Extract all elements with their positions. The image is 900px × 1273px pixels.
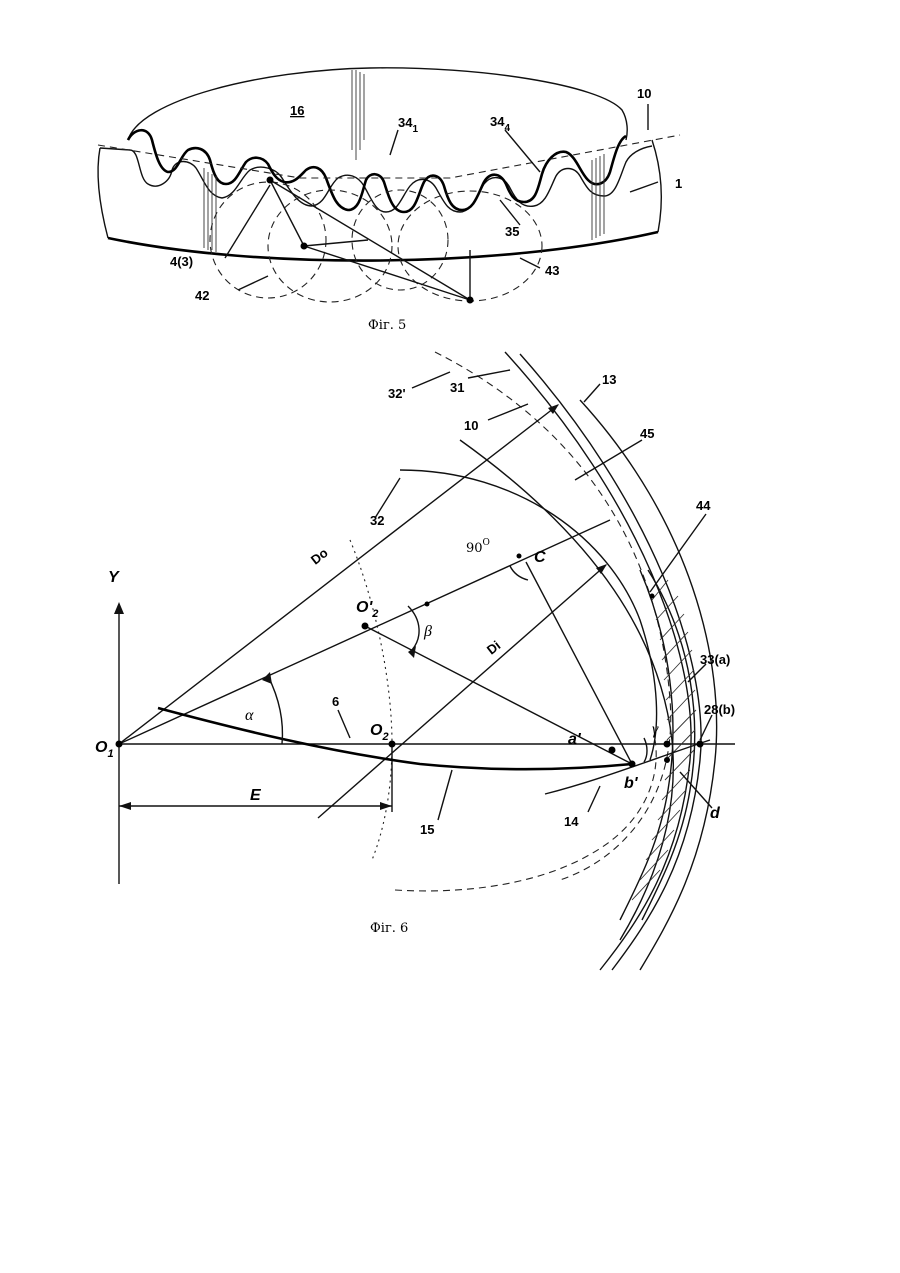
fig6-label-alpha: α	[245, 707, 254, 724]
fig6-beta-arrow	[408, 646, 416, 658]
fig5-rim-right-edge	[652, 140, 661, 232]
fig6-label-do: Do	[308, 545, 331, 568]
fig5-line-10	[98, 135, 680, 178]
fig6-gamma-arc	[644, 738, 647, 762]
fig5-point-c	[467, 297, 474, 304]
fig6-e-arrow-right	[380, 802, 392, 810]
fig5-label-16: 16	[290, 103, 304, 118]
fig6-label-28b: 28(b)	[704, 702, 735, 717]
fig6-label-e: E	[250, 787, 262, 804]
fig6-point-28	[697, 741, 704, 748]
figure-6: Y O1 O2 O'2 α β γ Do Di E C 90O a' b' d …	[95, 352, 735, 970]
fig6-label-13: 13	[602, 372, 616, 387]
fig5-label-4-3: 4(3)	[170, 254, 193, 269]
fig6-point-d	[664, 757, 670, 763]
fig6-label-bp: b'	[624, 775, 639, 792]
fig6-label-c: C	[534, 549, 546, 566]
fig5-label-43: 43	[545, 263, 559, 278]
fig6-label-31: 31	[450, 380, 464, 395]
fig6-point-o2	[389, 741, 396, 748]
fig5-point-b	[301, 243, 308, 250]
figure-5: 16 10 1 341 344 35 4(3) 42 43 Фіг. 5	[98, 68, 682, 333]
fig6-right-angle	[510, 566, 528, 580]
fig6-point-o2p	[362, 623, 369, 630]
fig6-arc-32-lower	[395, 740, 656, 891]
fig6-label-6: 6	[332, 694, 339, 709]
fig6-label-45: 45	[640, 426, 654, 441]
fig5-label-10: 10	[637, 86, 651, 101]
fig6-label-32: 32	[370, 513, 384, 528]
fig6-arc-32	[400, 470, 657, 760]
fig6-point-bp	[629, 761, 636, 768]
fig6-label-o2p: O'2	[356, 599, 378, 620]
fig6-label-32p: 32'	[388, 386, 406, 401]
fig6-label-15: 15	[420, 822, 434, 837]
fig5-caption: Фіг. 5	[368, 318, 406, 333]
fig6-arc-10	[520, 354, 701, 970]
fig6-label-d: d	[710, 805, 721, 822]
fig6-point-beta	[425, 602, 430, 607]
fig6-arc-45	[460, 440, 673, 940]
fig6-caption: Фіг. 6	[370, 921, 408, 936]
fig6-curve-15	[158, 708, 632, 769]
fig5-label-42: 42	[195, 288, 209, 303]
fig6-label-o2: O2	[370, 722, 389, 743]
fig6-point-ap	[609, 747, 616, 754]
fig6-label-90: 90O	[466, 538, 490, 556]
fig5-label-1: 1	[675, 176, 682, 191]
fig6-point-90	[517, 554, 522, 559]
fig6-alpha-arc	[268, 676, 282, 744]
fig6-label-o1: O1	[95, 739, 114, 760]
fig6-label-di: Di	[484, 638, 503, 658]
fig6-label-33a: 33(a)	[700, 652, 730, 667]
fig5-pinion-teeth	[128, 130, 626, 212]
fig6-label-14: 14	[564, 814, 579, 829]
fig5-gear16-outline	[128, 68, 627, 140]
fig6-beta-arc	[408, 606, 419, 650]
fig6-label-ap: a'	[568, 731, 582, 748]
fig6-arc-dotted	[350, 540, 392, 860]
fig5-label-34-4: 344	[490, 114, 510, 134]
fig6-hatching	[632, 580, 696, 900]
fig5-point-a	[267, 177, 274, 184]
fig5-rim-left-edge	[98, 148, 108, 238]
fig6-label-gamma: γ	[652, 721, 659, 738]
fig6-point-o1	[116, 741, 123, 748]
fig6-label-beta: β	[423, 623, 432, 640]
fig5-label-34-1: 341	[398, 115, 418, 135]
fig6-e-arrow-left	[119, 802, 131, 810]
fig6-point-44	[650, 594, 655, 599]
fig6-label-44: 44	[696, 498, 711, 513]
fig6-label-10: 10	[464, 418, 478, 433]
fig5-construction-circles	[210, 182, 542, 302]
fig5-label-35: 35	[505, 224, 519, 239]
fig6-y-arrow	[114, 602, 124, 614]
fig6-point-33	[664, 741, 671, 748]
fig6-label-y: Y	[108, 569, 120, 586]
